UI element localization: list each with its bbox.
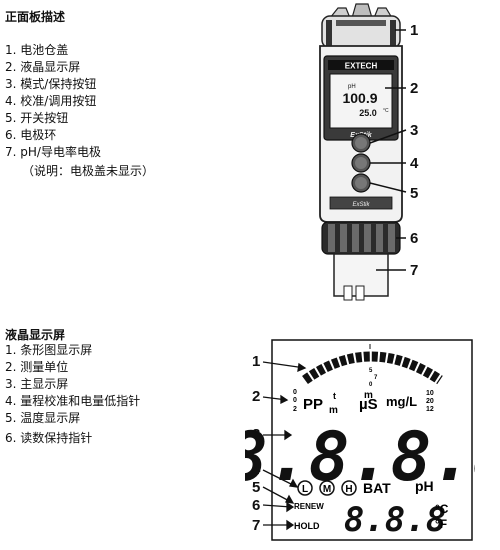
- lcd-callout-3: 3: [252, 426, 261, 443]
- scale-right-20: 20: [426, 398, 434, 405]
- battery-cap: [321, 3, 401, 49]
- unit-pp: PP: [303, 396, 323, 413]
- lcd-section-title: 液晶显示屏: [5, 328, 66, 342]
- device-sub-reading: 25.0: [359, 108, 377, 118]
- list-item: 6. 电极环: [5, 128, 57, 142]
- list-item: 6. 读数保持指针: [5, 431, 93, 445]
- electrode: [333, 253, 389, 301]
- unit-us: µS: [359, 396, 378, 413]
- temperature-digits: 8.8.8: [344, 500, 446, 540]
- list-item: 5. 开关按钮: [5, 111, 69, 125]
- indicator-m: M: [319, 480, 335, 496]
- svg-text:H: H: [345, 484, 352, 495]
- unit-ppm-m: m: [329, 405, 338, 416]
- list-item: 1. 条形图显示屏: [5, 343, 93, 357]
- list-item: 5. 温度显示屏: [5, 411, 81, 425]
- list-item: 4. 校准/调用按钮: [5, 94, 97, 108]
- device-sub-unit: °C: [383, 108, 389, 114]
- device-mode: pH: [348, 84, 356, 90]
- deg-f: °F: [435, 517, 447, 531]
- brand-label: [328, 60, 394, 70]
- device-callout-1: 1: [410, 22, 419, 39]
- device-main-reading: 100.9: [342, 90, 377, 106]
- cal-recall-button[interactable]: [351, 153, 371, 173]
- lcd-callout-7: 7: [252, 517, 261, 534]
- device-callout-7: 7: [410, 262, 419, 279]
- lcd-section-list: 1. 条形图显示屏 2. 测量单位 3. 主显示屏 4. 量程校准和电量低指针 …: [5, 342, 140, 447]
- lcd-diagram: 0 0 2 5 7 0 10 20 12 PP m t m µS mg/L 8.…: [245, 339, 475, 541]
- mode-hold-button[interactable]: [351, 133, 371, 153]
- indicator-h: H: [341, 480, 357, 496]
- lcd-callout-1: 1: [252, 353, 261, 370]
- unit-ppt-t: t: [333, 391, 336, 401]
- scale-left-digit-0: 0: [293, 389, 297, 396]
- unit-mg-l: mg/L: [386, 394, 417, 409]
- lcd-callout-4: 4: [252, 461, 261, 478]
- device-callout-3: 3: [410, 122, 419, 139]
- renew-indicator: RENEW: [294, 502, 324, 511]
- list-item: 3. 主显示屏: [5, 377, 69, 391]
- front-panel-title: 正面板描述: [5, 10, 66, 24]
- device-callout-2: 2: [410, 80, 419, 97]
- hold-indicator: HOLD: [294, 521, 320, 531]
- lcd-callout-arrows: [262, 361, 307, 531]
- list-item: 1. 电池仓盖: [5, 43, 69, 57]
- lcd-callout-5: 5: [252, 479, 261, 496]
- scale-center-5: 5: [369, 368, 373, 374]
- svg-text:M: M: [323, 484, 331, 495]
- scale-right-12: 12: [426, 406, 434, 413]
- bat-indicator: BAT: [363, 480, 391, 496]
- ph-indicator: pH: [415, 478, 434, 494]
- scale-center-7: 7: [374, 375, 378, 381]
- device-callout-5: 5: [410, 185, 419, 202]
- scale-right-10: 10: [426, 390, 434, 397]
- scale-left-digit-2: 2: [293, 406, 297, 413]
- indicator-l: L: [297, 480, 313, 496]
- list-item: 7. pH/导电率电极: [5, 145, 101, 159]
- list-item: 4. 量程校准和电量低指针: [5, 394, 141, 408]
- electrode-note: （说明：电极盖未显示）: [22, 164, 155, 178]
- front-panel-list: 1. 电池仓盖 2. 液晶显示屏 3. 模式/保持按钮 4. 校准/调用按钮 5…: [5, 42, 101, 161]
- lcd-screen: [329, 73, 393, 129]
- meter-diagram: EXTECH pH 100.9 25.0 °C ExStik ExStik: [319, 3, 407, 301]
- device-callout-4: 4: [410, 155, 419, 172]
- footer-label: [329, 196, 393, 210]
- list-item: 3. 模式/保持按钮: [5, 77, 97, 91]
- deg-c: °C: [435, 502, 449, 516]
- bar-graph: [302, 351, 443, 385]
- svg-text:L: L: [302, 484, 308, 495]
- unit-ms-m: m: [364, 390, 373, 401]
- lcd-callout-2: 2: [252, 388, 261, 405]
- scale-left-digit-1: 0: [293, 397, 297, 404]
- brand-text: EXTECH: [345, 62, 378, 71]
- main-display-digits: 8.8.8.8: [245, 418, 475, 497]
- footer-text: ExStik: [352, 202, 370, 208]
- list-item: 2. 测量单位: [5, 360, 69, 374]
- power-button[interactable]: [351, 173, 371, 193]
- electrode-collar: [321, 221, 401, 255]
- device-callout-6: 6: [410, 230, 419, 247]
- lcd-callout-6: 6: [252, 497, 261, 514]
- list-item: 2. 液晶显示屏: [5, 60, 81, 74]
- scale-center-0: 0: [369, 382, 373, 388]
